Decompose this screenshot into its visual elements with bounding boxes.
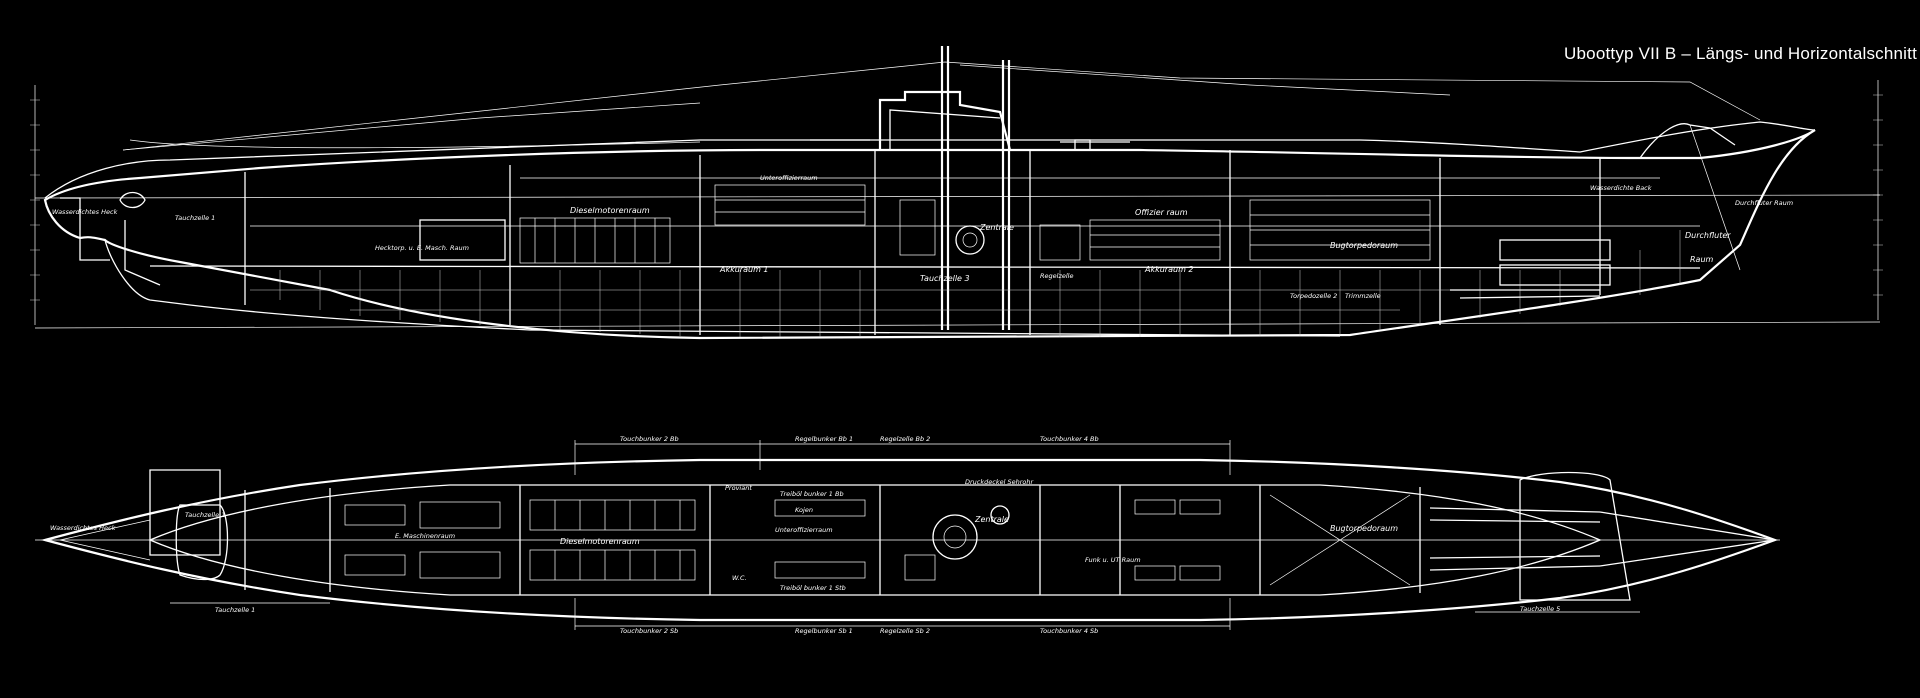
label-raum: Raum [1690, 255, 1714, 264]
label-akku1: Akkuraum 1 [719, 265, 769, 274]
label-heck: Wasserdichtes Heck [50, 524, 116, 532]
label-tank3: Tauchzelle 3 [920, 274, 970, 283]
label-zentrale-h: Zentrale [974, 515, 1009, 524]
label-trimm: Trimmzelle [1345, 292, 1381, 300]
label-maschr: E. Maschinenraum [395, 532, 455, 540]
label-wc: W.C. [732, 574, 747, 582]
label-bugtorp-h: Bugtorpedoraum [1330, 524, 1398, 533]
label-ptorp: Torpedozelle 2 [1290, 292, 1337, 300]
label-unteroffh: Unteroffizierraum [775, 526, 833, 534]
label-zentrale: Zentrale [979, 223, 1014, 232]
label-proviant: Proviant [725, 484, 752, 492]
label-officers: Offizier raum [1135, 208, 1188, 217]
label-tank1-bottom: Tauchzelle 1 [215, 606, 255, 614]
label-bugtorp: Bugtorpedoraum [1330, 241, 1398, 250]
label-druck: Druckdeckel Sehrohr [965, 478, 1034, 486]
label-kojen: Kojen [795, 506, 813, 514]
label-stern: Wasserdichtes Heck [52, 208, 118, 216]
label-tank5: Tauchzelle 5 [1520, 605, 1560, 613]
label-regel-bot2: Regelzelle Sb 2 [880, 627, 930, 635]
label-unteroff: Unteroffizierraum [760, 174, 818, 182]
label-regel-top1: Regelbunker Bb 1 [795, 435, 853, 443]
label-touch-bot: Touchbunker 2 Sb [620, 627, 678, 635]
label-bow-deck: Wasserdichte Back [1590, 184, 1652, 192]
label-touch-top: Touchbunker 2 Bb [620, 435, 679, 443]
label-regel-bot1: Regelbunker Sb 1 [795, 627, 853, 635]
label-treib-top: Treiböl bunker 1 Bb [780, 490, 844, 498]
label-touch-top2: Touchbunker 4 Bb [1040, 435, 1099, 443]
label-regel-top2: Regelzelle Bb 2 [880, 435, 930, 443]
label-tank1: Tauchzelle 1 [175, 214, 215, 222]
label-durchfl-raum: Durchfluter Raum [1735, 199, 1793, 207]
label-diesel-h: Dieselmotorenraum [560, 537, 640, 546]
label-hecktorp: Hecktorp. u. E. Masch. Raum [375, 244, 469, 252]
label-durchfl: Durchfluter [1685, 231, 1731, 240]
label-regel: Regelzelle [1040, 272, 1073, 280]
label-touch-bot2: Touchbunker 4 Sb [1040, 627, 1098, 635]
longitudinal-section: Wasserdichtes Heck Tauchzelle 1 Hecktorp… [30, 46, 1883, 340]
label-akku2: Akkuraum 2 [1144, 265, 1194, 274]
page-title: Uboottyp VII B – Längs- und Horizontalsc… [1564, 44, 1917, 63]
label-treib-bot: Treiböl bunker 1 Stb [780, 584, 846, 592]
horizontal-section: Touchbunker 2 Bb Regelbunker Bb 1 Regelz… [35, 435, 1780, 635]
label-tank1h: Tauchzelle 1 [185, 511, 225, 519]
label-funk-h: Funk u. UT Raum [1085, 556, 1141, 564]
label-diesel: Dieselmotorenraum [570, 206, 650, 215]
